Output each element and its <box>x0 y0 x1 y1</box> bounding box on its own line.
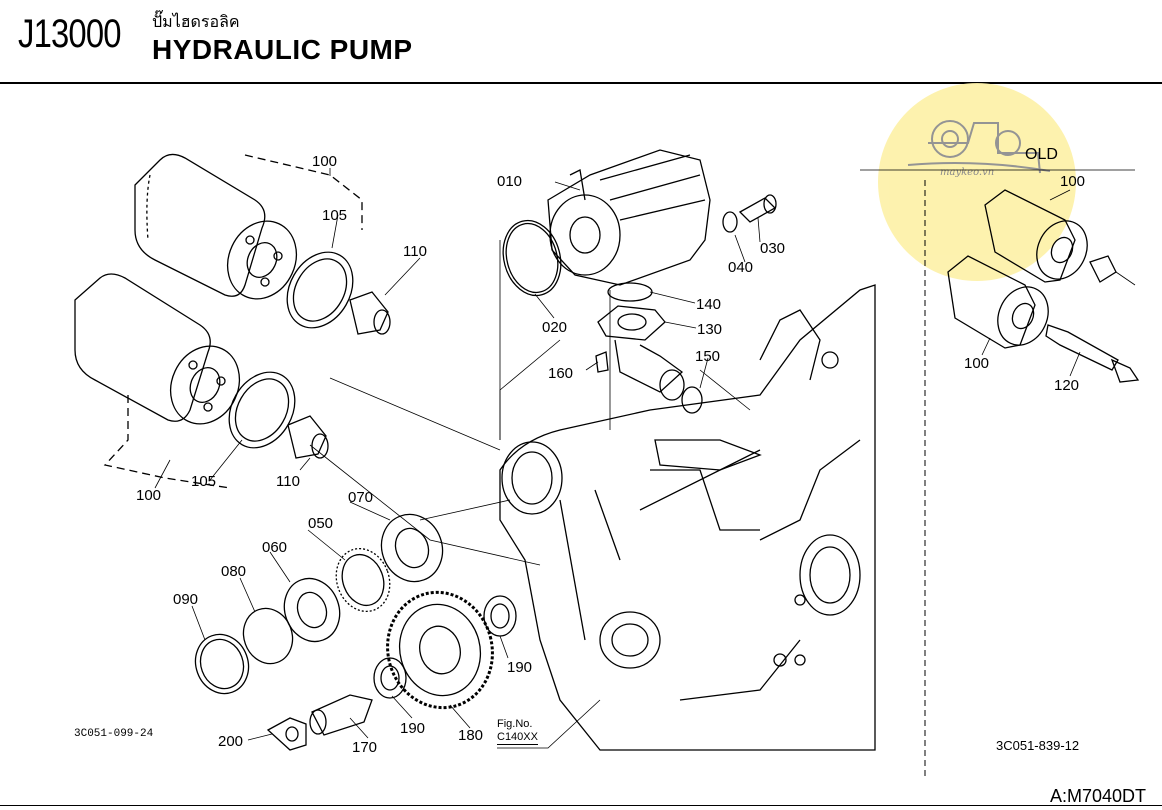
part-label-070: 070 <box>348 489 373 506</box>
page-title: HYDRAULIC PUMP <box>152 34 413 65</box>
part-label-140: 140 <box>696 296 721 313</box>
hydraulic-pump-body <box>547 149 711 286</box>
figure-ref-label: Fig.No. <box>497 718 533 730</box>
model-code: A:M7040DT <box>1049 786 1146 806</box>
catalog-code: J13000 <box>18 12 122 56</box>
drawing-ref-left: 3C051-099-24 <box>74 728 154 740</box>
part-label-090: 090 <box>173 591 198 608</box>
transmission-case <box>499 284 876 751</box>
figure-ref-number: C140XX <box>497 731 538 745</box>
part-label-020: 020 <box>542 319 567 336</box>
figure-reference: Fig.No. C140XX <box>497 718 538 745</box>
part-label-050: 050 <box>308 515 333 532</box>
page-title-thai: ปั๊มไฮดรอลิค <box>152 12 240 31</box>
part-label-100: 100 <box>312 153 337 170</box>
oil-filter-lower <box>74 273 241 425</box>
header-divider <box>0 82 1162 84</box>
part-label-040: 040 <box>728 259 753 276</box>
drawing-ref-right: 3C051-839-12 <box>996 738 1080 753</box>
part-label-080: 080 <box>221 563 246 580</box>
watermark-logo <box>878 83 1076 281</box>
part-label-100: 100 <box>1060 173 1085 190</box>
part-label-120: 120 <box>1054 377 1079 394</box>
part-label-110: 110 <box>276 473 300 490</box>
oil-filter-upper <box>134 153 298 300</box>
part-label-010: 010 <box>497 173 522 190</box>
part-label-160: 160 <box>548 365 573 382</box>
old-version-label: OLD <box>1025 146 1058 163</box>
part-label-105: 105 <box>322 207 347 224</box>
part-label-110: 110 <box>403 243 427 260</box>
part-label-150: 150 <box>695 348 720 365</box>
part-label-170: 170 <box>352 739 377 756</box>
part-label-105: 105 <box>191 473 216 490</box>
tractor-icon <box>907 120 1051 174</box>
part-label-190: 190 <box>507 659 532 676</box>
part-label-100: 100 <box>964 355 989 372</box>
part-label-200: 200 <box>218 733 243 750</box>
footer-divider <box>0 805 1162 806</box>
part-label-060: 060 <box>262 539 287 556</box>
part-label-030: 030 <box>760 240 785 257</box>
part-label-130: 130 <box>697 321 722 338</box>
part-label-190: 190 <box>400 720 425 737</box>
part-label-100: 100 <box>136 487 161 504</box>
part-label-180: 180 <box>458 727 483 744</box>
watermark-text: maykeo.vn <box>940 167 995 178</box>
